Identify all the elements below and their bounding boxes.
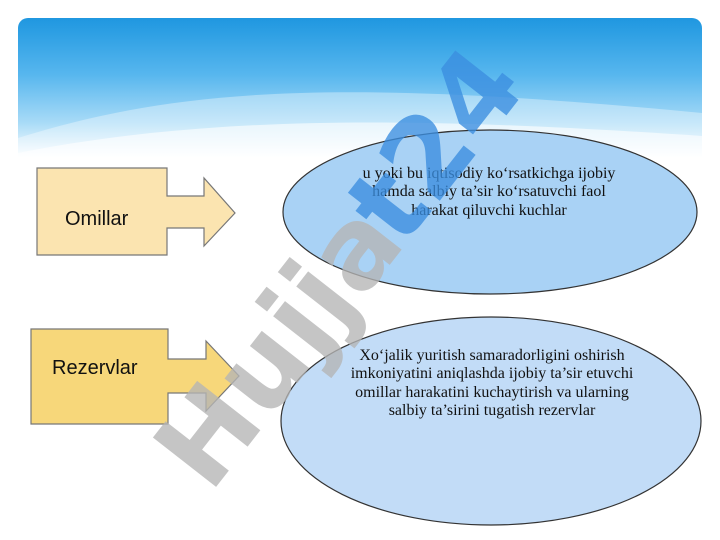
omillar-arrow-box: Omillar (36, 167, 238, 257)
rezervlar-definition-ellipse: Xo‘jalik yuritish samaradorligini oshiri… (279, 315, 703, 527)
omillar-ellipse-shape (282, 129, 698, 295)
omillar-definition-text: u yoki bu iqtisodiy ko‘rsatkichga ijobiy… (362, 165, 616, 219)
rezervlar-label: Rezervlar (52, 357, 138, 379)
omillar-arrow-shape (36, 167, 236, 256)
rezervlar-arrow-shape (30, 328, 240, 425)
rezervlar-ellipse-shape (280, 316, 702, 526)
omillar-label: Omillar (65, 208, 129, 230)
rezervlar-arrow-box: Rezervlar (30, 328, 242, 426)
omillar-definition-ellipse: u yoki bu iqtisodiy ko‘rsatkichga ijobiy… (281, 128, 699, 296)
rezervlar-definition-text: Xo‘jalik yuritish samaradorligini oshiri… (350, 347, 634, 420)
